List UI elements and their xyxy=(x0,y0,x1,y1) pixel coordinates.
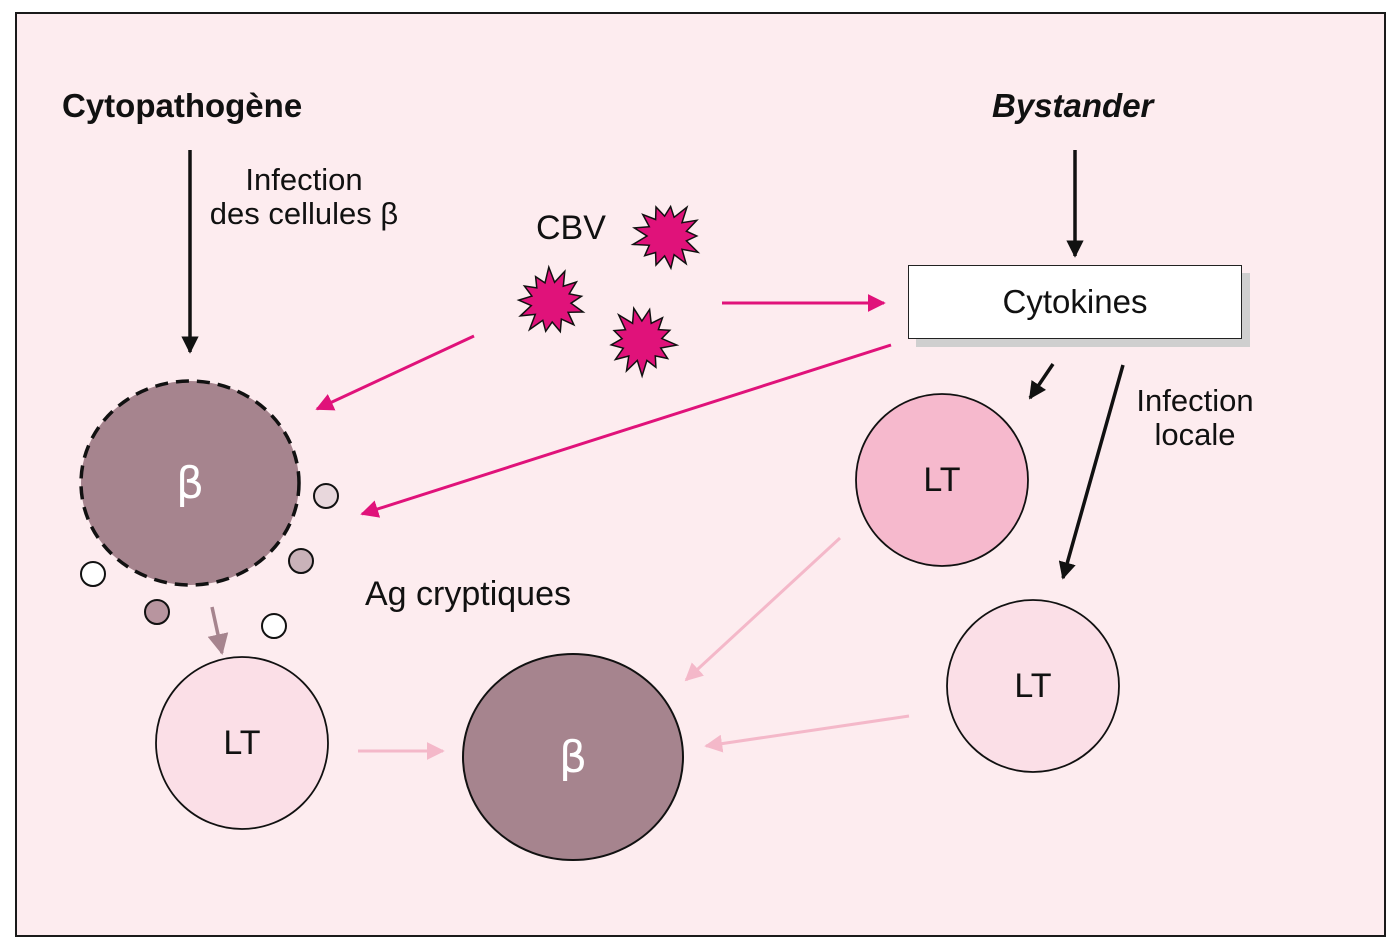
cryptic-antigens-label: Ag cryptiques xyxy=(365,575,571,613)
lt-lower-to-beta-arrow xyxy=(704,714,910,753)
antigen-particle xyxy=(313,483,339,509)
antigen-particle xyxy=(144,599,170,625)
t-cell-left-label: LT xyxy=(223,723,261,762)
target-beta-cell xyxy=(462,653,684,861)
local-infection-line1: Infection xyxy=(1136,383,1254,418)
left-title: Cytopathogène xyxy=(62,87,303,124)
infected-beta-cell-label: β xyxy=(175,457,205,509)
cytokines-to-lt-arrow xyxy=(1028,363,1055,400)
local-infection-line2: locale xyxy=(1154,417,1236,452)
cbv-virus-icon xyxy=(516,264,586,334)
antigen-particle xyxy=(80,561,106,587)
infection-label: Infection des cellules β xyxy=(204,163,404,231)
cytokines-label: Cytokines xyxy=(1002,283,1148,320)
cytokines-box: Cytokines xyxy=(908,265,1242,339)
right-title: Bystander xyxy=(992,87,1154,124)
infected-beta-cell xyxy=(79,379,301,587)
t-cell-left xyxy=(155,656,329,830)
local-infection-label: Infection locale xyxy=(1128,384,1262,452)
lt-upper-to-beta-arrow xyxy=(684,536,842,682)
beta-to-lt-arrow xyxy=(207,606,229,656)
antigen-particle xyxy=(261,613,287,639)
cbv-to-beta-arrow xyxy=(315,334,475,411)
virus-label: CBV xyxy=(536,209,606,247)
infection-label-line1: Infection xyxy=(245,162,363,197)
t-cell-lower-right xyxy=(946,599,1120,773)
cytokines-to-beta-arrow xyxy=(360,343,892,518)
local-infection-arrow xyxy=(1058,364,1125,580)
t-cell-upper-right-label: LT xyxy=(923,460,961,499)
cbv-virus-icon xyxy=(609,306,680,379)
t-cell-lower-right-label: LT xyxy=(1014,666,1052,705)
antigen-particle xyxy=(288,548,314,574)
infection-label-line2: des cellules β xyxy=(209,196,399,231)
virus-particles xyxy=(516,204,701,379)
target-beta-cell-label: β xyxy=(558,731,588,783)
cbv-virus-icon xyxy=(630,204,701,271)
t-cell-upper-right xyxy=(855,393,1029,567)
